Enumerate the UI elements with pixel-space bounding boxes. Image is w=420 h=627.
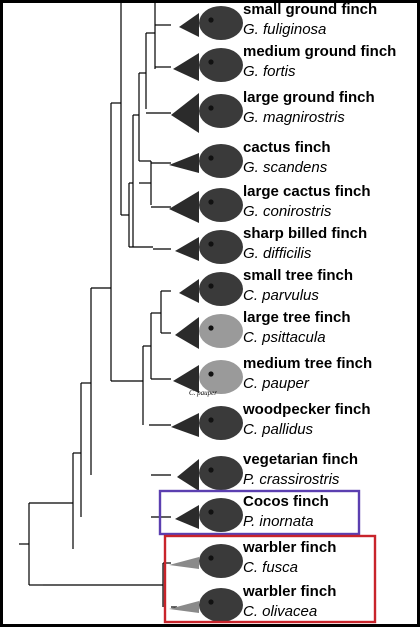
species-scientific-name: G. fuliginosa bbox=[243, 21, 327, 38]
finch-head-icon bbox=[171, 93, 243, 133]
species-common-name: cactus finch bbox=[243, 139, 331, 156]
species-common-name: small tree finch bbox=[243, 267, 354, 284]
finch-head-icon bbox=[173, 360, 243, 394]
species-common-name: large tree finch bbox=[243, 309, 351, 326]
species-scientific-name: C. pallidus bbox=[243, 421, 314, 438]
species-scientific-name: C. olivacea bbox=[243, 603, 318, 620]
cocos-highlight-box bbox=[158, 489, 361, 536]
species-common-name: woodpecker finch bbox=[243, 401, 371, 418]
species-scientific-name: C. pauper bbox=[243, 375, 309, 392]
species-common-name: small ground finch bbox=[243, 1, 378, 18]
species-common-name: medium tree finch bbox=[243, 355, 373, 372]
species-common-name: sharp billed finch bbox=[243, 225, 368, 242]
finch-head-icon bbox=[169, 544, 243, 578]
species-scientific-name: G. magnirostris bbox=[243, 109, 345, 126]
species-scientific-name: C. fusca bbox=[243, 559, 299, 576]
species-scientific-name: C. psittacula bbox=[243, 329, 326, 346]
species-scientific-name: G. scandens bbox=[243, 159, 328, 176]
species-scientific-name: G. conirostris bbox=[243, 203, 332, 220]
finch-head-icon bbox=[173, 48, 243, 82]
finch-head-icon bbox=[171, 406, 243, 440]
finch-head-icon bbox=[175, 314, 243, 349]
species-common-name: warbler finch bbox=[243, 539, 337, 556]
species-common-name: medium ground finch bbox=[243, 43, 397, 60]
species-common-name: large cactus finch bbox=[243, 183, 371, 200]
warbler-highlight-box bbox=[163, 534, 377, 624]
species-scientific-name: G. difficilis bbox=[243, 245, 312, 262]
finch-head-icon bbox=[169, 188, 243, 223]
finch-head-icon bbox=[169, 144, 243, 178]
species-scientific-name: G. fortis bbox=[243, 63, 296, 80]
finch-head-icon bbox=[179, 272, 243, 306]
phylogenetic-tree bbox=[19, 3, 377, 624]
species-common-name: vegetarian finch bbox=[243, 451, 359, 468]
photo-caption: C. pauper bbox=[189, 389, 217, 397]
species-scientific-name: C. parvulus bbox=[243, 287, 319, 304]
species-common-name: Cocos finch bbox=[243, 493, 329, 510]
finch-head-icon bbox=[179, 6, 243, 40]
species-scientific-name: P. inornata bbox=[243, 513, 314, 530]
finch-head-icon bbox=[175, 498, 243, 532]
species-common-name: large ground finch bbox=[243, 89, 375, 106]
finch-head-icon bbox=[175, 230, 243, 264]
species-common-name: warbler finch bbox=[243, 583, 337, 600]
finch-head-icon bbox=[169, 588, 243, 622]
species-scientific-name: P. crassirostris bbox=[243, 471, 340, 488]
finch-head-icon bbox=[177, 456, 243, 491]
